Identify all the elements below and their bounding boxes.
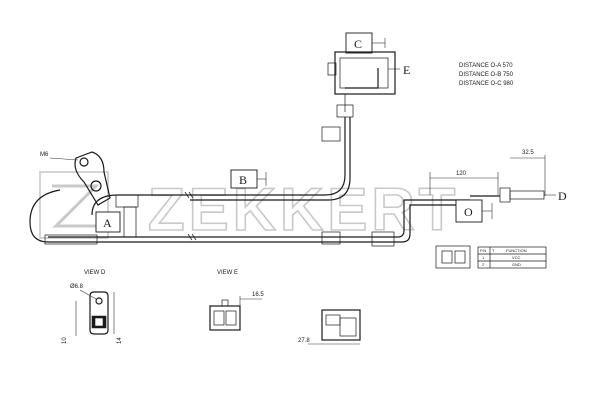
lower-cable-riser-2: [360, 204, 470, 243]
pin-table-header-function: FUNCTION: [506, 248, 527, 253]
pin-table-row2-func: GND: [512, 262, 521, 267]
view-d-bracket: [89, 291, 109, 335]
pin-table-row1-func: VCC: [512, 255, 521, 260]
pin-table-header-t: T: [492, 248, 495, 253]
pin-table-row1-pin: 1: [482, 255, 485, 260]
pin-table-frame: [477, 246, 547, 269]
lower-grommet: [371, 231, 395, 247]
view-d: VIEW D Ø6.8 10 14: [62, 270, 123, 344]
pin-connector-slot-1: [441, 250, 453, 264]
upper-cable-path: [190, 117, 346, 196]
view-d-sensor-inner: [94, 317, 104, 327]
probe-collar: [499, 187, 511, 203]
view-e-slot-1: [213, 310, 225, 326]
callout-o: O: [464, 205, 473, 219]
dim-phi68-leader: [79, 289, 97, 300]
sensor-head: [115, 194, 139, 208]
pin-table-row2-pin: 2: [482, 262, 485, 267]
pin-table-header-pn: P.N: [480, 248, 486, 253]
callout-b: B: [239, 173, 247, 187]
distance-notes: DISTANCE O-A 570 DISTANCE O-B 750 DISTAN…: [459, 63, 514, 87]
dim-120: 120: [456, 171, 467, 177]
bracket-plate: [74, 151, 111, 206]
pin-table: P.N T FUNCTION 1 VCC 2 GND: [435, 245, 547, 269]
distance-oa: DISTANCE O-A 570: [459, 63, 513, 69]
dim-325: 32.5: [522, 150, 534, 156]
dim-14: 14: [117, 337, 123, 344]
distance-ob: DISTANCE O-B 750: [459, 72, 514, 78]
watermark-logo-z: [52, 184, 100, 228]
dim-278: 27.8: [298, 338, 310, 344]
view-e-connector: [209, 305, 241, 331]
lower-clip: [321, 231, 341, 245]
lower-cable-sleeve: [44, 234, 98, 245]
view-e-latch: [221, 299, 229, 307]
view-e-label: VIEW E: [217, 270, 238, 276]
dim-m6-leader: [49, 157, 79, 161]
cable-clip-upper: [321, 126, 341, 142]
callout-c: C: [354, 37, 362, 51]
sensor-bracket: M6 A: [40, 151, 139, 238]
connector-face: [339, 57, 389, 89]
side-view-body: [321, 309, 361, 341]
connector-side-view: 27.8: [298, 309, 361, 345]
lower-cable-riser: [360, 199, 470, 238]
sensor-probe: [123, 206, 137, 238]
right-probe: 120 32.5 D O: [429, 150, 567, 223]
pin-connector-slot-2: [454, 250, 466, 264]
view-d-label: VIEW D: [84, 270, 106, 276]
upper-cable-break: [184, 191, 194, 199]
lower-cable-break: [187, 233, 197, 241]
side-view-shroud: [339, 317, 357, 337]
probe-body: [509, 190, 545, 200]
lower-cable-outer: [29, 189, 360, 243]
view-e-slot-2: [225, 310, 237, 326]
connector-latch: [327, 62, 337, 76]
watermark-brand-text: ZEKKERT: [148, 176, 459, 243]
watermark-logo: ZEKKERT: [39, 171, 459, 244]
view-e: VIEW E 16.5: [209, 270, 264, 331]
watermark-logo-box: [39, 171, 109, 239]
connector-housing: [334, 51, 396, 95]
side-view-face: [325, 314, 341, 326]
callout-d: D: [558, 189, 567, 203]
connector-pin-marker: [345, 68, 379, 89]
callout-e: E: [403, 63, 410, 77]
callout-a: A: [103, 216, 112, 230]
bracket-hole: [79, 157, 89, 167]
top-connector: C E: [321, 32, 410, 142]
upper-cable: B: [91, 117, 351, 216]
dim-165: 16.5: [252, 292, 264, 298]
lower-cable: [29, 189, 470, 247]
distance-oc: DISTANCE O-C 980: [459, 81, 514, 87]
dim-m6: M6: [40, 152, 49, 158]
dim-10: 10: [62, 337, 68, 344]
dim-phi68: Ø6.8: [70, 284, 84, 290]
upper-cable-path-2: [190, 117, 351, 201]
callout-box-a: [95, 211, 121, 233]
view-d-hole: [95, 297, 103, 305]
bracket-mount: [90, 180, 102, 192]
pin-connector-sketch: [435, 245, 471, 269]
